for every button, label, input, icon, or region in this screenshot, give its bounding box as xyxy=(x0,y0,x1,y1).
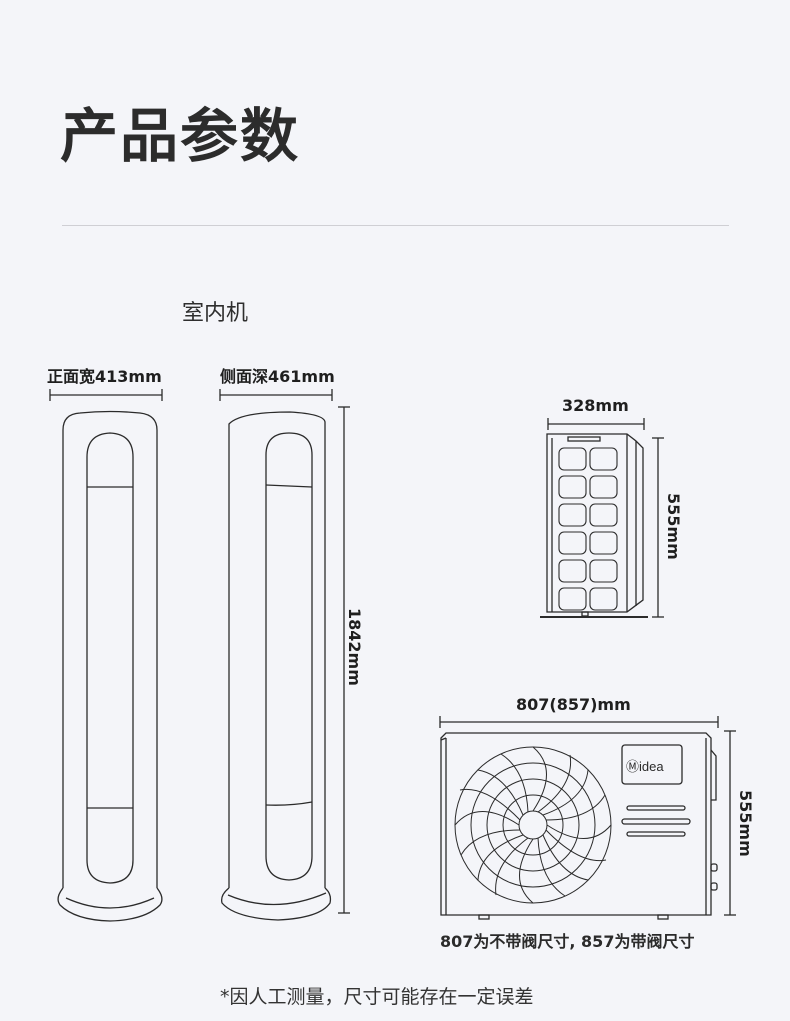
valve-size-note: 807为不带阀尺寸, 857为带阀尺寸 xyxy=(440,932,695,951)
front-width-label: 正面宽413mm xyxy=(47,367,162,386)
indoor-unit-side-drawing xyxy=(221,411,332,921)
indoor-height-dimension-line xyxy=(338,406,350,914)
outdoor-unit-side-drawing xyxy=(540,418,664,618)
outdoor-front-width-label: 807(857)mm xyxy=(516,695,631,714)
measurement-disclaimer: *因人工测量，尺寸可能存在一定误差 xyxy=(220,986,534,1008)
outdoor-side-width-label: 328mm xyxy=(562,396,629,415)
indoor-unit-front-drawing xyxy=(57,410,163,922)
outdoor-front-height-label: 555mm xyxy=(736,790,755,857)
page-title: 产品参数 xyxy=(60,102,301,170)
side-depth-dimension-line xyxy=(219,389,333,401)
indoor-unit-label: 室内机 xyxy=(182,301,249,326)
outdoor-side-height-label: 555mm xyxy=(664,493,683,560)
divider xyxy=(62,225,729,226)
outdoor-unit-front-drawing xyxy=(439,716,736,920)
side-depth-label: 侧面深461mm xyxy=(220,367,335,386)
indoor-height-label: 1842mm xyxy=(345,608,364,686)
front-width-dimension-line xyxy=(49,389,163,401)
midea-logo: Ⓜidea xyxy=(626,759,664,774)
